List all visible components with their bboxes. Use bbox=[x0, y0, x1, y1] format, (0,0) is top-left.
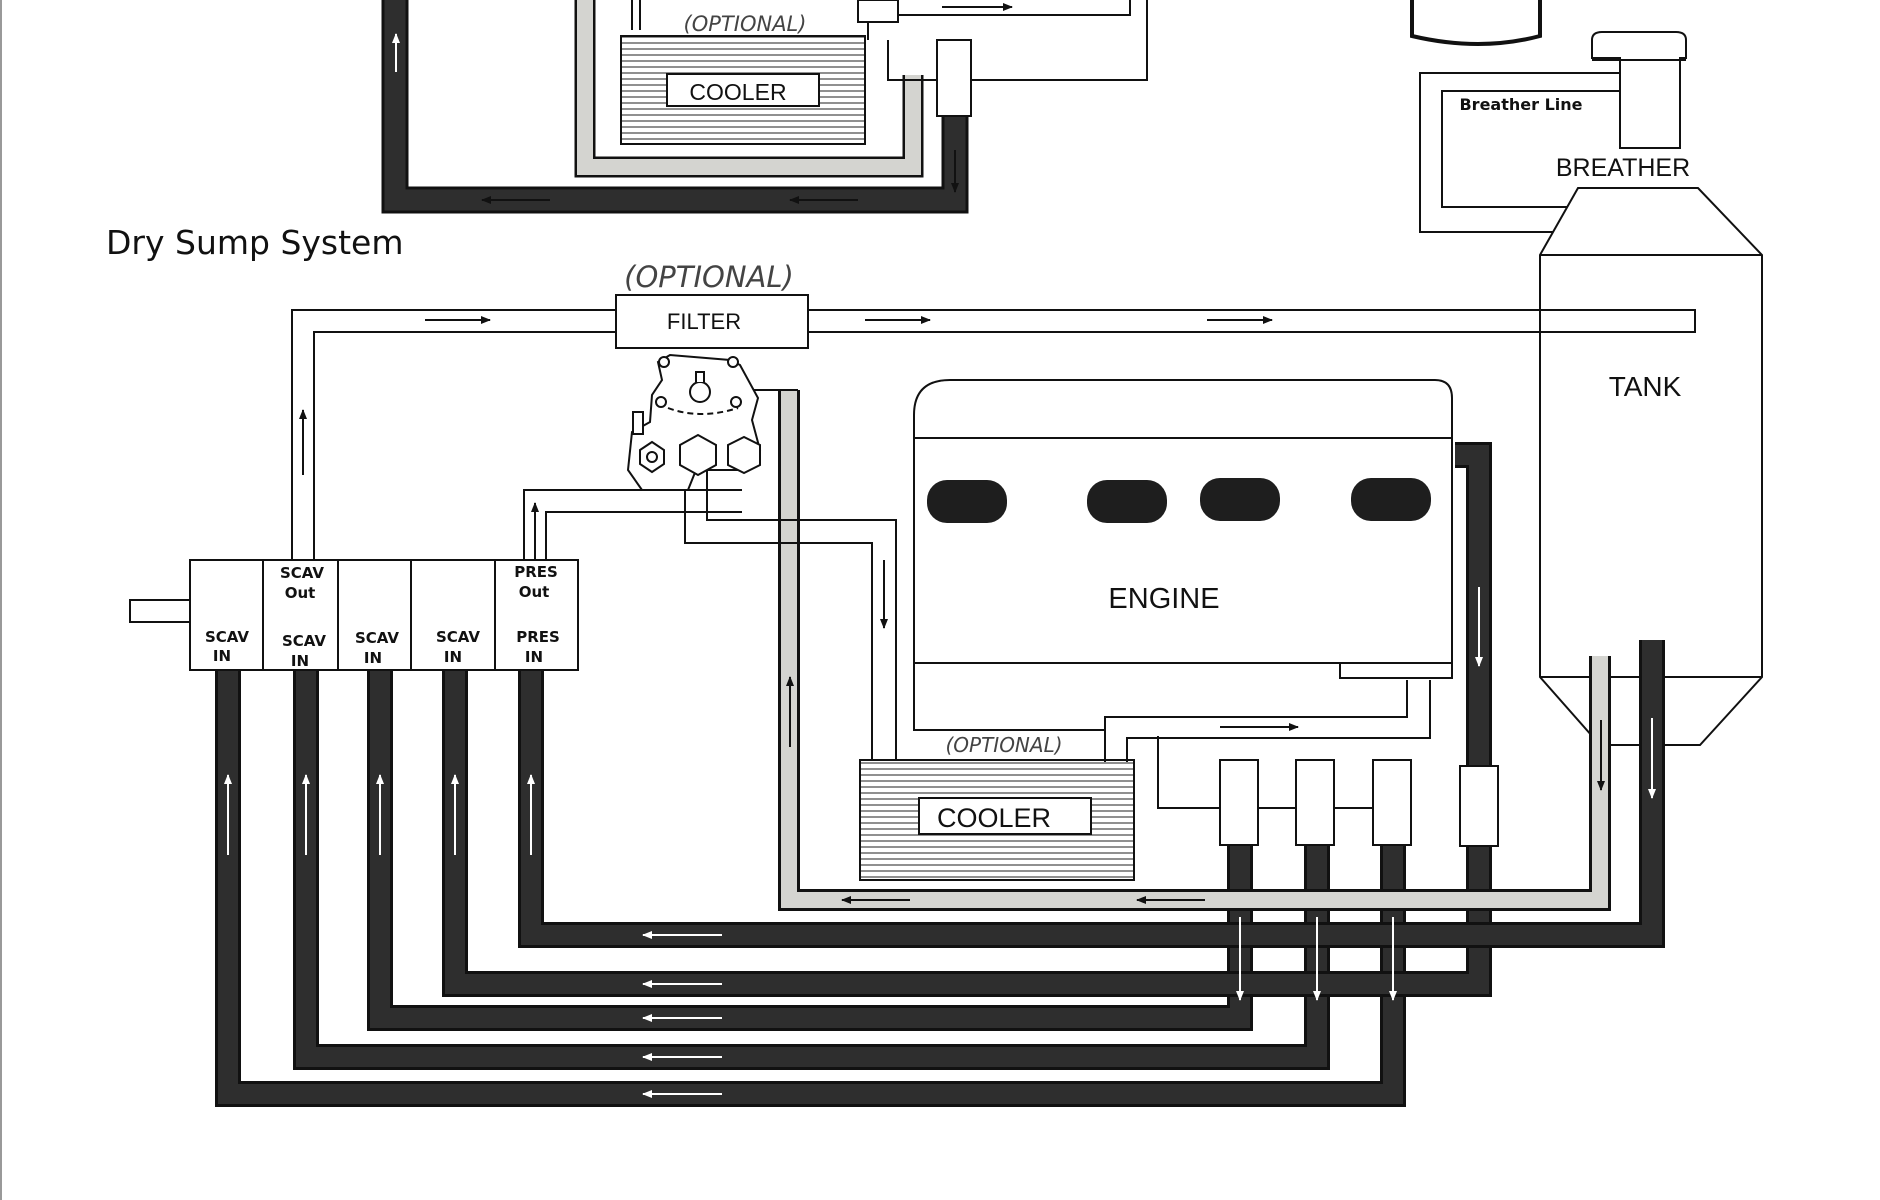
top-canister bbox=[1410, 0, 1542, 46]
top-fitting bbox=[936, 39, 972, 117]
pump-section-2: SCAV Out SCAV IN bbox=[280, 564, 326, 670]
pump-section-4: SCAV IN bbox=[436, 628, 480, 666]
engine-port bbox=[1351, 478, 1431, 521]
pump-section-bottom-label: SCAV bbox=[355, 629, 399, 647]
top-optional-label: (OPTIONAL) bbox=[684, 12, 807, 36]
cooler-label: COOLER bbox=[937, 803, 1051, 833]
filter-label: FILTER bbox=[667, 309, 741, 334]
pump-section-bottom-label: IN bbox=[525, 648, 543, 666]
pump-section-top-label: Out bbox=[519, 583, 550, 601]
scavenge-fitting bbox=[1372, 759, 1412, 846]
cooler-optional-label: (OPTIONAL) bbox=[945, 733, 1062, 757]
breather-label: BREATHER bbox=[1556, 154, 1690, 182]
pump-section-5: PRES Out PRES IN bbox=[514, 563, 560, 666]
filter-optional-label: (OPTIONAL) bbox=[624, 260, 794, 294]
pump-section-1: SCAV IN bbox=[205, 628, 249, 665]
flow-arrows bbox=[224, 316, 1656, 1098]
engine-port bbox=[927, 480, 1007, 523]
pump-section-bottom-label: SCAV bbox=[436, 628, 480, 646]
scavenge-fittings bbox=[1157, 736, 1499, 847]
oil-cooler: COOLER (OPTIONAL) bbox=[859, 733, 1135, 881]
engine-port bbox=[1087, 480, 1167, 523]
pump-section-bottom-label: IN bbox=[364, 649, 382, 667]
pump-shaft bbox=[129, 599, 193, 623]
engine-block: ENGINE bbox=[913, 379, 1453, 731]
pump-section-bottom-label: IN bbox=[291, 652, 309, 670]
dry-sump-pump: SCAV IN SCAV Out SCAV IN SCAV IN SCAV IN… bbox=[129, 559, 579, 671]
scavenge-fitting bbox=[1459, 765, 1499, 847]
engine-port bbox=[1200, 478, 1280, 521]
top-partial-diagram: COOLER (OPTIONAL) bbox=[381, 0, 1542, 214]
tank-label: TANK bbox=[1609, 371, 1682, 402]
engine-label: ENGINE bbox=[1108, 583, 1219, 615]
pump-section-top-label: Out bbox=[285, 584, 316, 602]
pump-section-bottom-label: IN bbox=[213, 647, 231, 665]
diagram-title: Dry Sump System bbox=[106, 223, 404, 262]
pump-section-bottom-label: SCAV bbox=[282, 632, 326, 650]
top-cooler-label: COOLER bbox=[689, 79, 786, 105]
pump-section-bottom-label: IN bbox=[444, 648, 462, 666]
oil-filter: FILTER (OPTIONAL) bbox=[615, 260, 809, 349]
pump-section-top-label: PRES bbox=[514, 563, 558, 581]
pump-section-bottom-label: PRES bbox=[516, 628, 560, 646]
breather-line-label: Breather Line bbox=[1459, 95, 1582, 114]
scavenge-fitting bbox=[1219, 759, 1259, 846]
pressure-regulator-icon bbox=[626, 353, 762, 491]
scavenge-fitting bbox=[1295, 759, 1335, 846]
pump-section-top-label: SCAV bbox=[280, 564, 324, 582]
pump-section-3: SCAV IN bbox=[355, 629, 399, 667]
pump-section-bottom-label: SCAV bbox=[205, 628, 249, 646]
